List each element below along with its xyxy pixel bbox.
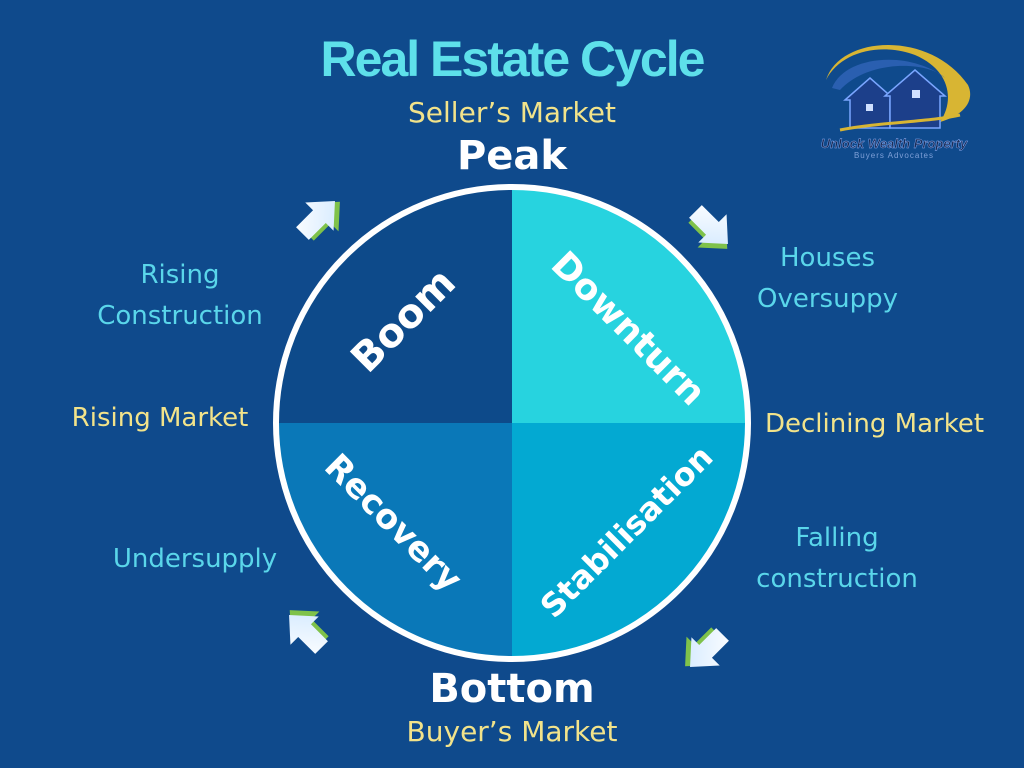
- peak-label: Peak: [456, 133, 568, 179]
- quadrant-recovery: [278, 423, 512, 657]
- note-houses-oversupply-line1: Houses: [779, 243, 876, 273]
- note-rising-construction-line1: Rising: [140, 260, 220, 290]
- quadrant-downturn: [512, 189, 746, 423]
- buyers-market-label: Buyer’s Market: [406, 715, 618, 748]
- company-logo: Unlock Wealth Property Buyers Advocates: [821, 45, 971, 160]
- note-rising-construction: Rising Construction: [80, 255, 280, 337]
- sellers-market-label: Seller’s Market: [408, 96, 616, 129]
- note-falling-construction-line1: Falling: [795, 523, 879, 553]
- logo-tagline: Buyers Advocates: [854, 151, 934, 160]
- arrow-down-left-icon: [685, 627, 729, 667]
- note-rising-construction-line2: Construction: [97, 301, 263, 331]
- house-icon: [843, 69, 948, 129]
- quadrant-boom: [278, 189, 512, 423]
- note-falling-construction-line2: construction: [756, 564, 918, 594]
- note-houses-oversupply-line2: Oversuppy: [757, 284, 898, 314]
- page-title: Real Estate Cycle: [320, 31, 706, 87]
- note-declining-market: Declining Market: [764, 409, 985, 439]
- note-rising-market: Rising Market: [71, 403, 249, 433]
- quadrant-stabilisation: [512, 423, 746, 657]
- note-falling-construction: Falling construction: [737, 518, 937, 600]
- logo-swoosh-icon: [826, 45, 971, 122]
- bottom-label: Bottom: [429, 666, 595, 712]
- cycle-ring: [273, 184, 751, 662]
- arrow-up-left-icon: [289, 610, 329, 654]
- note-houses-oversupply: Houses Oversuppy: [730, 238, 925, 320]
- arrow-up-right-icon: [296, 201, 340, 241]
- note-undersupply: Undersupply: [112, 544, 278, 574]
- logo-name: Unlock Wealth Property: [821, 136, 968, 151]
- arrow-down-right-icon: [688, 205, 728, 249]
